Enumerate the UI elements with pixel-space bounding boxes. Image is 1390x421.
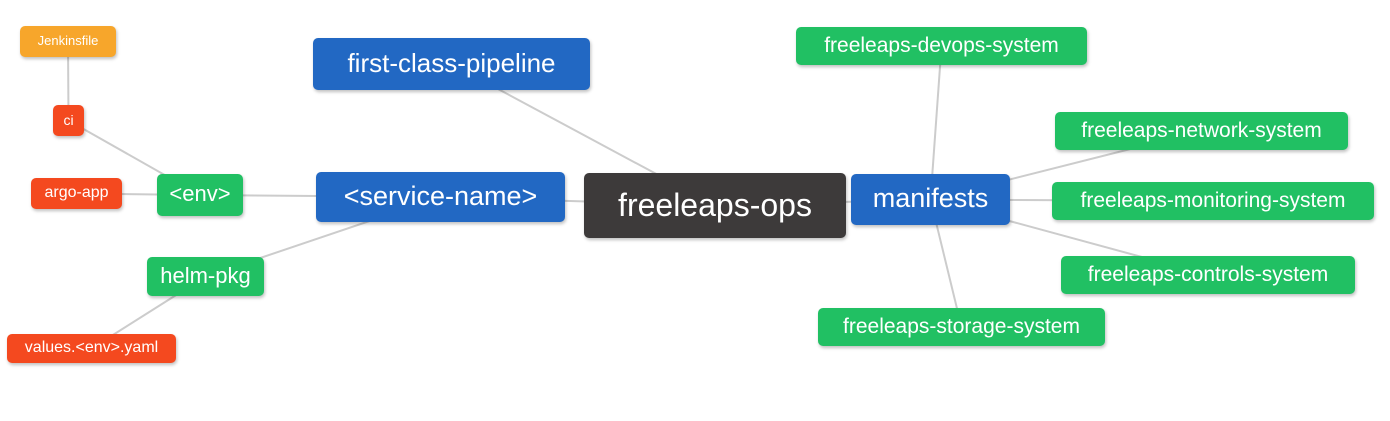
node-label: freeleaps-controls-system: [1087, 262, 1329, 286]
node-jenkinsfile[interactable]: Jenkinsfile: [20, 26, 116, 57]
node-label: manifests: [872, 183, 989, 213]
node-label: freeleaps-network-system: [1081, 118, 1322, 142]
node-label: <env>: [169, 181, 231, 206]
node-values-env-yaml[interactable]: values.<env>.yaml: [7, 334, 176, 363]
node-label: freeleaps-ops: [618, 186, 812, 223]
node-label: freeleaps-monitoring-system: [1080, 188, 1346, 212]
node-label: first-class-pipeline: [347, 48, 556, 78]
node-label: helm-pkg: [160, 262, 251, 288]
node-freeleaps-storage-system[interactable]: freeleaps-storage-system: [818, 308, 1105, 346]
node-label: Jenkinsfile: [37, 33, 99, 48]
node-freeleaps-ops[interactable]: freeleaps-ops: [584, 173, 846, 238]
node-label: freeleaps-storage-system: [843, 314, 1080, 338]
node-label: values.<env>.yaml: [24, 338, 159, 356]
node-env[interactable]: <env>: [157, 174, 243, 216]
node-service-name[interactable]: <service-name>: [316, 172, 565, 222]
node-helm-pkg[interactable]: helm-pkg: [147, 257, 264, 296]
node-label: ci: [63, 111, 74, 128]
node-label: <service-name>: [343, 180, 538, 211]
node-label: freeleaps-devops-system: [824, 33, 1059, 57]
node-manifests[interactable]: manifests: [851, 174, 1010, 225]
node-ci[interactable]: ci: [53, 105, 84, 136]
node-freeleaps-devops-system[interactable]: freeleaps-devops-system: [796, 27, 1087, 65]
node-label: argo-app: [44, 183, 109, 201]
edge-manifests--freeleaps-devops-system: [929, 45, 943, 201]
node-argo-app[interactable]: argo-app: [31, 178, 122, 209]
node-first-class-pipeline[interactable]: first-class-pipeline: [313, 38, 590, 90]
node-freeleaps-network-system[interactable]: freeleaps-network-system: [1055, 112, 1348, 150]
node-freeleaps-monitoring-system[interactable]: freeleaps-monitoring-system: [1052, 182, 1374, 220]
node-freeleaps-controls-system[interactable]: freeleaps-controls-system: [1061, 256, 1355, 294]
